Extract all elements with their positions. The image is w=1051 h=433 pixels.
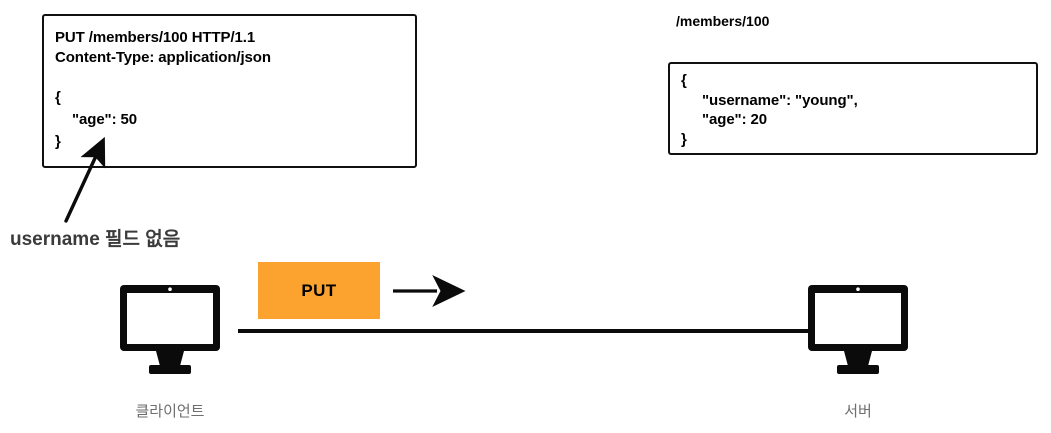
resource-body-username-field: "username": "young", bbox=[702, 92, 858, 109]
request-body-close-brace: } bbox=[55, 133, 61, 150]
client-server-connection-line bbox=[238, 329, 814, 333]
server-node-label: 서버 bbox=[844, 403, 872, 420]
resource-body-open-brace: { bbox=[681, 72, 687, 89]
resource-representation-box: { "username": "young", "age": 20 } bbox=[668, 62, 1038, 155]
client-monitor-icon bbox=[118, 283, 222, 379]
resource-body-close-brace: } bbox=[681, 131, 687, 148]
request-body-age-field: "age": 50 bbox=[72, 111, 138, 128]
client-node-label: 클라이언트 bbox=[135, 403, 205, 420]
resource-path-label: /members/100 bbox=[676, 13, 770, 29]
missing-field-annotation: username 필드 없음 bbox=[10, 229, 181, 250]
server-monitor-icon bbox=[806, 283, 910, 379]
request-header-text: Content-Type: application/json bbox=[55, 49, 271, 66]
resource-body-age-field: "age": 20 bbox=[702, 111, 768, 128]
request-line-text: PUT /members/100 HTTP/1.1 bbox=[55, 29, 256, 46]
request-body-open-brace: { bbox=[55, 89, 61, 106]
http-request-box: PUT /members/100 HTTP/1.1 Content-Type: … bbox=[42, 14, 417, 168]
http-method-badge: PUT bbox=[258, 262, 380, 319]
